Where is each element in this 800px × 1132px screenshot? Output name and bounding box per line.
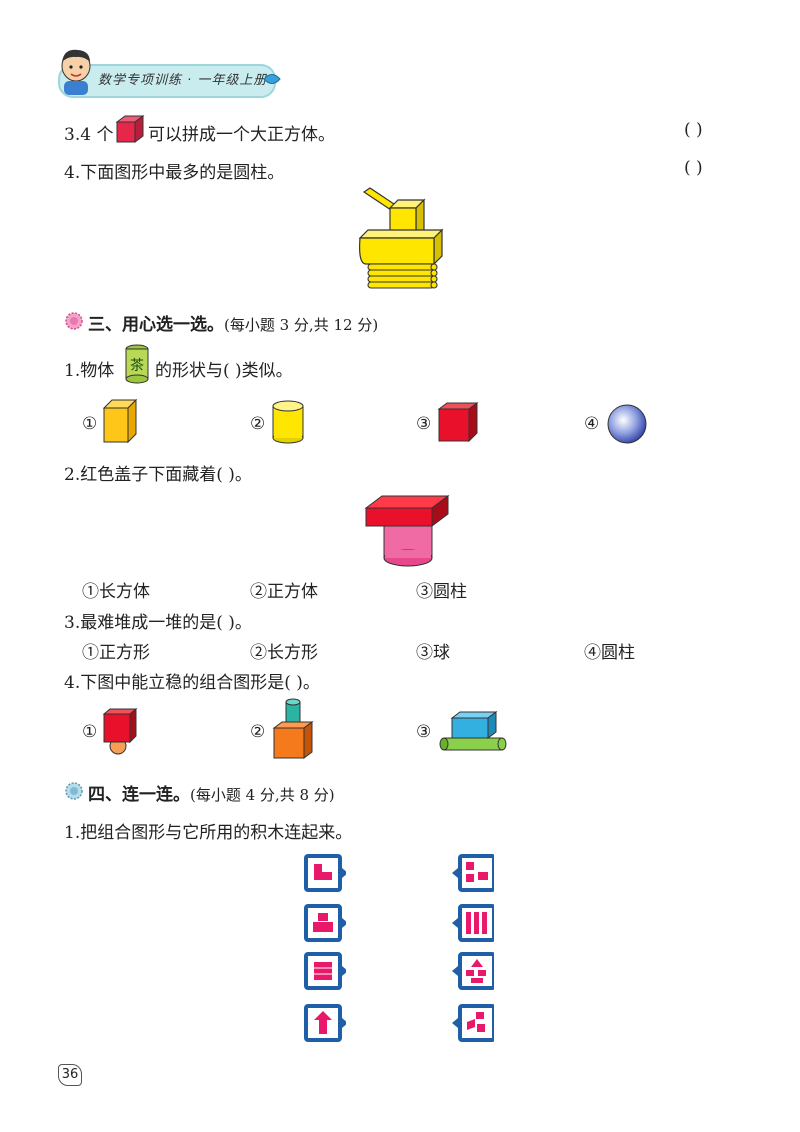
section4-title-text: 四、连一连。 <box>88 785 190 805</box>
combined-shape-card-3[interactable] <box>302 950 346 994</box>
cylinder-on-cube-icon[interactable] <box>270 698 314 760</box>
red-lid-hidden-shape-figure <box>364 495 450 567</box>
cuboid-yellow-icon[interactable] <box>102 398 138 444</box>
blocks-card-4[interactable] <box>450 1002 494 1046</box>
s3-q2-option-1[interactable]: ①长方体 <box>82 582 150 602</box>
flower-bullet-icon <box>65 312 83 330</box>
section3-title: 三、用心选一选。(每小题 3 分,共 12 分) <box>88 310 378 335</box>
cuboid-on-cylinder-icon[interactable] <box>438 710 510 754</box>
s3-q3-option-2[interactable]: ②长方形 <box>250 643 318 663</box>
s3-q3-option-3[interactable]: ③球 <box>416 643 450 663</box>
leaf-icon <box>263 74 281 84</box>
s3-q1-mark-3[interactable]: ③ <box>416 414 432 434</box>
combined-shape-card-1[interactable] <box>302 852 346 896</box>
header-title: 数学专项训练 · 一年级上册 <box>98 73 268 88</box>
section3-score: (每小题 3 分,共 12 分) <box>224 316 379 334</box>
page-number: 36 <box>58 1064 82 1086</box>
sphere-blue-icon[interactable] <box>606 403 648 445</box>
s3-q3-text: 3.最难堆成一堆的是( )。 <box>64 613 252 633</box>
small-cube-icon <box>115 115 145 143</box>
header-banner <box>58 64 276 98</box>
s3-q4-text: 4.下图中能立稳的组合图形是( )。 <box>64 673 320 693</box>
section4-score: (每小题 4 分,共 8 分) <box>190 786 335 804</box>
section4-title: 四、连一连。(每小题 4 分,共 8 分) <box>88 780 335 805</box>
boy-mascot-icon <box>61 49 91 95</box>
cylinder-yellow-icon[interactable] <box>270 400 306 444</box>
judge-3-answer-paren[interactable]: ( ) <box>684 120 703 140</box>
blocks-card-2[interactable] <box>450 902 494 946</box>
section3-title-text: 三、用心选一选。 <box>88 315 224 335</box>
tank-figure <box>358 187 444 289</box>
blocks-card-3[interactable] <box>450 950 494 994</box>
s3-q1-post: 的形状与( )类似。 <box>155 361 293 381</box>
s3-q1-mark-1[interactable]: ① <box>82 414 98 434</box>
cube-red-icon[interactable] <box>437 401 479 443</box>
judge-4-answer-paren[interactable]: ( ) <box>684 158 703 178</box>
s3-q2-option-2[interactable]: ②正方体 <box>250 582 318 602</box>
tea-can-icon: 茶 <box>125 344 149 384</box>
s3-q3-option-1[interactable]: ①正方形 <box>82 643 150 663</box>
s3-q1-mark-2[interactable]: ② <box>250 414 266 434</box>
s3-q4-mark-1[interactable]: ① <box>82 722 98 742</box>
judge-4-text: 4.下面图形中最多的是圆柱。 <box>64 163 285 183</box>
s3-q2-text: 2.红色盖子下面藏着( )。 <box>64 465 252 485</box>
s3-q4-mark-2[interactable]: ② <box>250 722 266 742</box>
tea-can-label: 茶 <box>130 358 144 374</box>
cube-on-sphere-icon[interactable] <box>102 708 138 756</box>
judge-3-post: 可以拼成一个大正方体。 <box>148 125 335 145</box>
s3-q3-option-4[interactable]: ④圆柱 <box>584 643 635 663</box>
blocks-card-1[interactable] <box>450 852 494 896</box>
judge-3-pre: 3.4 个 <box>64 125 114 145</box>
s3-q4-mark-3[interactable]: ③ <box>416 722 432 742</box>
snowflake-bullet-icon <box>65 782 83 800</box>
s4-q1-text: 1.把组合图形与它所用的积木连起来。 <box>64 823 353 843</box>
s3-q2-option-3[interactable]: ③圆柱 <box>416 582 467 602</box>
combined-shape-card-2[interactable] <box>302 902 346 946</box>
combined-shape-card-4[interactable] <box>302 1002 346 1046</box>
s3-q1-pre: 1.物体 <box>64 361 115 381</box>
s3-q1-mark-4[interactable]: ④ <box>584 414 600 434</box>
